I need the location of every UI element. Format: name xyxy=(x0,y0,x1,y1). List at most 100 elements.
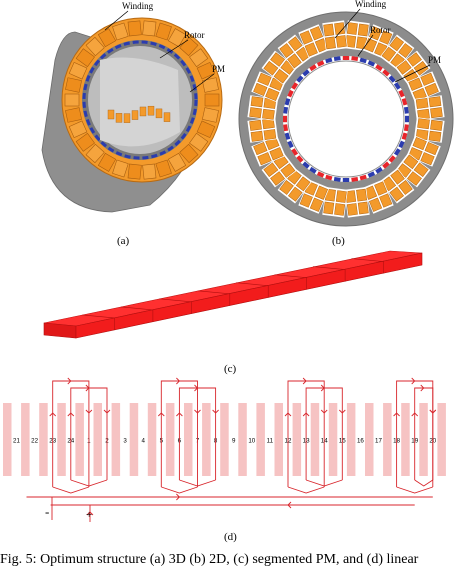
panel-c-segmented-pm: (c) xyxy=(43,250,423,375)
pm-segment xyxy=(316,60,325,67)
front-coil xyxy=(142,163,157,180)
coil-side-right xyxy=(253,141,268,156)
coil-side-left xyxy=(415,97,429,109)
coil-wire xyxy=(414,479,434,487)
pm-segment-divider xyxy=(82,314,115,319)
front-coil xyxy=(204,93,220,107)
pm-segment xyxy=(342,178,350,182)
stator-slot xyxy=(413,117,445,143)
coil-side-left xyxy=(263,129,277,141)
pm-segment-divider xyxy=(351,258,384,262)
pm-segment xyxy=(403,106,409,114)
current-arrow xyxy=(194,384,199,392)
current-arrow xyxy=(67,377,72,385)
slot-number: 10 xyxy=(248,438,255,445)
pm-segment-divider xyxy=(274,274,307,278)
coil-side-left xyxy=(270,171,286,186)
coil-side-left xyxy=(253,82,268,97)
stator-tooth xyxy=(328,403,338,476)
current-arrow xyxy=(338,409,346,414)
pm-segment xyxy=(393,148,401,156)
label-pm-a: PM xyxy=(212,64,225,74)
stator-slot xyxy=(251,71,286,103)
pm-segment xyxy=(359,174,367,181)
current-arrow xyxy=(411,377,416,385)
coil-side-left xyxy=(357,201,369,215)
terminal-plus: + xyxy=(86,509,92,521)
coil-side-left xyxy=(279,43,294,59)
coil-wires xyxy=(26,377,437,522)
coil-side-left xyxy=(323,23,335,37)
current-arrow xyxy=(411,412,419,417)
stator-slot xyxy=(344,186,370,218)
coil-side-left xyxy=(257,152,272,166)
coil-side-left xyxy=(288,186,303,202)
coil-side-right xyxy=(335,35,347,48)
pm-segment xyxy=(367,60,376,67)
stator-slot xyxy=(277,34,313,71)
pm-segment xyxy=(333,56,341,62)
front-coil xyxy=(196,120,216,139)
slot-opening xyxy=(394,50,431,86)
coil-side-left xyxy=(263,61,279,76)
inner-coil xyxy=(131,110,139,120)
front-coil xyxy=(112,159,129,178)
stator-tooth xyxy=(165,403,175,476)
front-coil xyxy=(202,107,219,123)
front-coil xyxy=(142,20,157,37)
coil-side-right xyxy=(257,72,272,86)
pm-segment xyxy=(403,124,409,132)
front-coil xyxy=(65,77,82,93)
pm-segment xyxy=(291,82,299,90)
coil-side-right xyxy=(379,30,393,45)
coil-side-left xyxy=(356,188,368,202)
stator-tooth xyxy=(256,403,265,476)
panel-b-2d-view: Winding Rotor PM (b) xyxy=(238,0,454,247)
coil-side-left xyxy=(250,130,264,142)
caption-c: (c) xyxy=(224,363,237,375)
bore-circle xyxy=(287,60,405,178)
slot-opening xyxy=(379,167,415,204)
coil-side-left xyxy=(304,42,318,57)
front-coil xyxy=(179,143,199,164)
pm-segment xyxy=(284,132,291,140)
coil-side-left xyxy=(408,77,423,91)
coil-side-left xyxy=(406,52,422,67)
coil-side-right xyxy=(398,43,413,59)
front-coil xyxy=(97,28,117,48)
slot-number: 22 xyxy=(31,438,38,445)
label-winding-b: Winding xyxy=(355,0,387,9)
coil-side-right xyxy=(279,179,294,195)
current-arrow xyxy=(429,409,437,414)
slot-opening xyxy=(277,167,313,204)
coil-side-left xyxy=(346,22,358,35)
leader-winding-a xyxy=(104,10,129,31)
current-arrow xyxy=(287,501,292,509)
current-arrow xyxy=(212,409,219,414)
front-winding-coils xyxy=(64,20,220,180)
pm-segment xyxy=(342,56,350,60)
stator-tooth xyxy=(346,403,356,476)
front-coil xyxy=(85,36,105,57)
front-coil xyxy=(127,163,142,180)
pm-segment xyxy=(375,166,383,174)
pm-segment xyxy=(375,64,383,72)
pm-segment xyxy=(309,166,317,174)
coil-side-left xyxy=(324,36,336,50)
pm-segment xyxy=(351,176,359,182)
coil-side-right xyxy=(406,171,422,186)
pm-segment-divider xyxy=(236,282,269,287)
stator-slot xyxy=(379,167,415,204)
coil-side-right xyxy=(299,193,313,208)
leader-pm-a xyxy=(189,73,215,93)
current-arrow xyxy=(176,412,183,417)
pm-segment xyxy=(302,161,310,169)
coil-wire xyxy=(179,479,216,487)
current-arrow xyxy=(393,412,400,417)
leader-rotor-a xyxy=(159,39,189,59)
stator-slot xyxy=(362,179,394,214)
stator-slot xyxy=(322,186,348,218)
slot-number: 16 xyxy=(357,438,364,445)
slot-number: 3 xyxy=(123,438,127,445)
